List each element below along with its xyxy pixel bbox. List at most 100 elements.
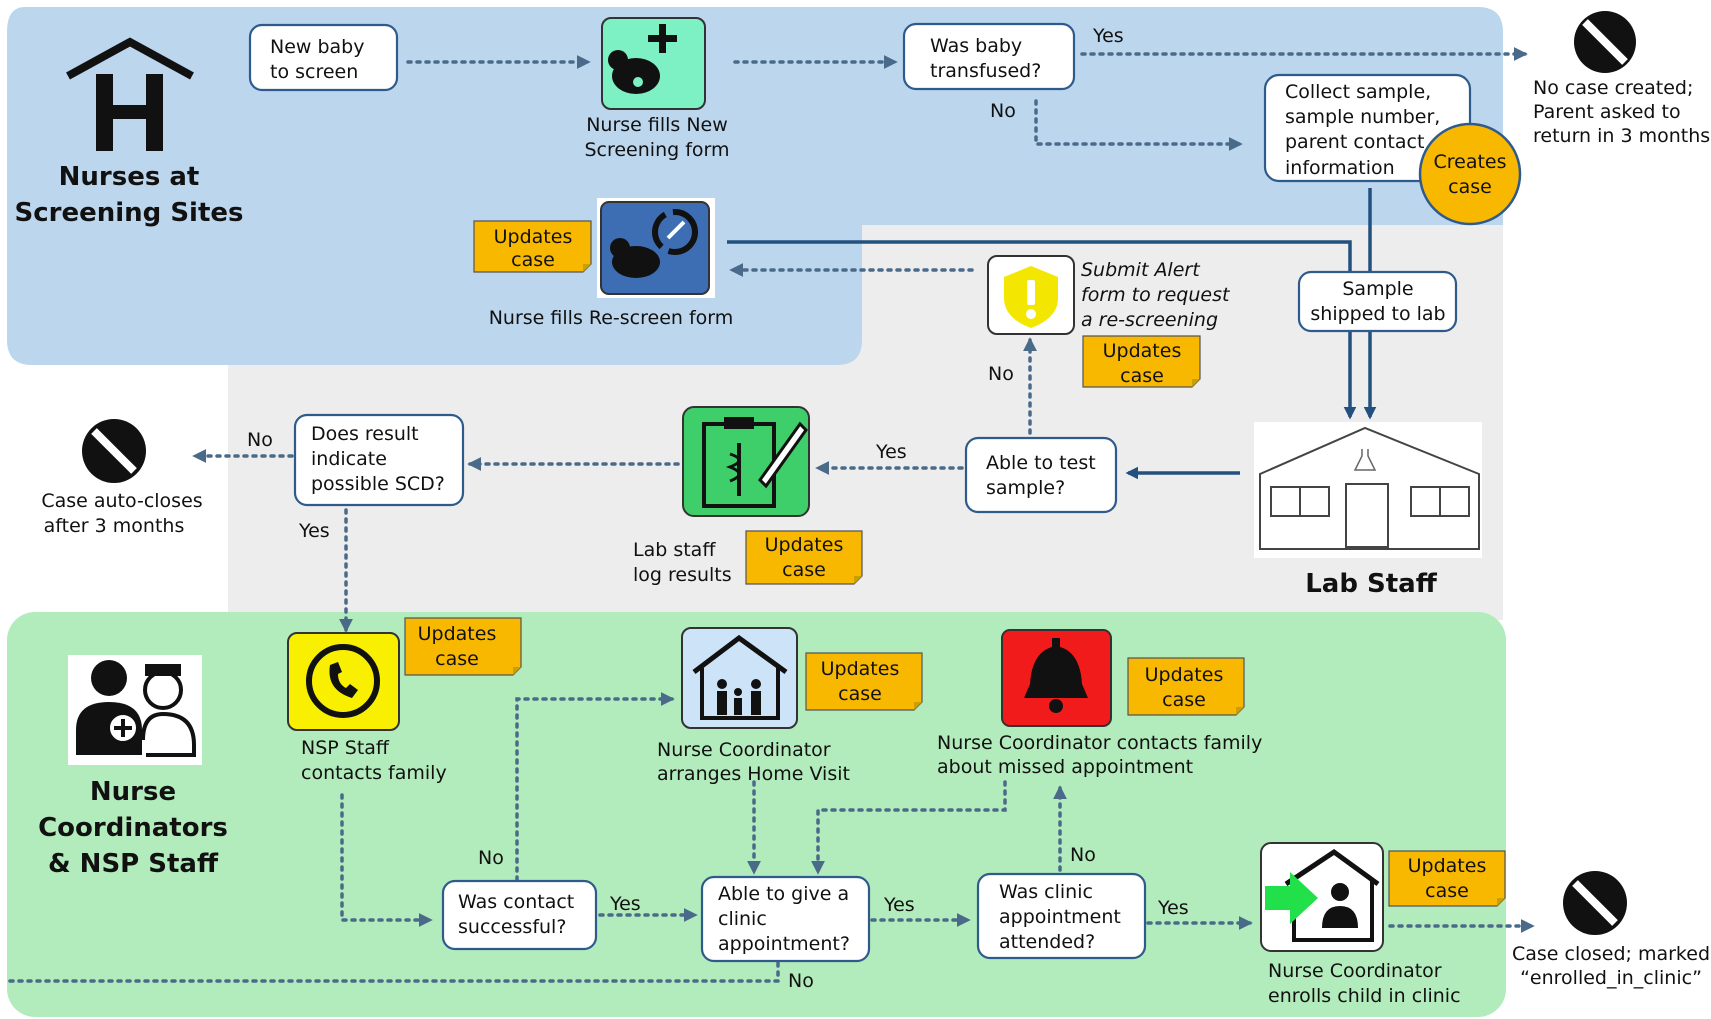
- caption-lab-log: Lab staff: [633, 539, 716, 561]
- bell-icon[interactable]: [1001, 629, 1112, 727]
- label-yes-transfused: Yes: [1092, 25, 1124, 47]
- nurses-icon: [68, 655, 202, 765]
- lane-title-lab: Lab Staff: [1305, 569, 1437, 599]
- caption-case-closed: Case closed; marked: [1512, 943, 1710, 965]
- node-text: parent contact: [1285, 131, 1424, 153]
- node-text: attended?: [999, 931, 1095, 953]
- node-text: successful?: [458, 916, 566, 938]
- node-text: Collect sample,: [1285, 81, 1431, 103]
- caption-home-visit: Nurse Coordinator: [657, 739, 831, 761]
- updates-case-note: Updates case: [805, 652, 923, 711]
- family-house-icon[interactable]: [681, 627, 798, 729]
- caption-submit-alert: form to request: [1081, 284, 1231, 306]
- caption-new-screening: Screening form: [584, 139, 729, 161]
- node-was-transfused[interactable]: Was baby transfused?: [902, 22, 1076, 91]
- badge-text: case: [1448, 176, 1492, 198]
- edge-rescreen-lab: [727, 240, 1357, 420]
- caption-no-case-created: No case created;: [1533, 77, 1693, 99]
- baby-plus-icon[interactable]: [601, 17, 706, 110]
- lane-title-coordinators-3: & NSP Staff: [48, 849, 219, 879]
- alert-shield-icon[interactable]: [987, 255, 1075, 335]
- node-text: New baby: [270, 36, 365, 58]
- label-no-clinic: No: [788, 970, 814, 992]
- badge-text: Creates: [1433, 151, 1506, 173]
- node-text: sample?: [986, 477, 1065, 499]
- node-text: information: [1285, 157, 1395, 179]
- node-text: shipped to lab: [1310, 303, 1445, 325]
- clipboard-icon[interactable]: [682, 406, 810, 517]
- node-text: Does result: [311, 423, 419, 445]
- updates-case-note: Updates case: [1082, 335, 1201, 388]
- creates-case-badge: Creates case: [1418, 122, 1522, 226]
- label-yes-attended: Yes: [1157, 897, 1189, 919]
- note-text: Updates: [494, 226, 573, 248]
- node-text: appointment: [999, 906, 1121, 928]
- caption-auto-closes: after 3 months: [44, 515, 185, 537]
- caption-case-closed: “enrolled_in_clinic”: [1520, 967, 1702, 989]
- node-text: sample number,: [1285, 106, 1440, 128]
- node-contact-successful[interactable]: Was contact successful?: [441, 879, 598, 951]
- node-text: clinic: [718, 908, 767, 930]
- note-text: case: [838, 683, 882, 705]
- node-text: Was baby: [930, 35, 1022, 57]
- note-text: case: [1120, 365, 1164, 387]
- label-no-transfused: No: [990, 100, 1016, 122]
- clinic-enroll-icon[interactable]: [1260, 842, 1384, 952]
- caption-auto-closes: Case auto-closes: [41, 490, 202, 512]
- connectors: [2, 47, 1535, 983]
- baby-rescreen-icon[interactable]: [597, 198, 715, 298]
- updates-case-note: Updates case: [1127, 657, 1245, 716]
- no-entry-icon: [82, 419, 146, 483]
- node-text: Able to give a: [718, 883, 849, 905]
- node-new-baby[interactable]: New baby to screen: [248, 23, 399, 92]
- caption-nsp-contacts: NSP Staff: [301, 737, 390, 759]
- node-text: transfused?: [930, 60, 1041, 82]
- caption-home-visit: arranges Home Visit: [657, 763, 850, 785]
- label-yes-clinic: Yes: [883, 894, 915, 916]
- node-sample-shipped[interactable]: Sample shipped to lab: [1297, 270, 1458, 333]
- edge-clinic-no: [2, 961, 780, 983]
- caption-new-screening: Nurse fills New: [586, 114, 728, 136]
- phone-icon[interactable]: [287, 632, 400, 731]
- caption-rescreen: Nurse fills Re-screen form: [489, 307, 734, 329]
- no-entry-icon: [1563, 871, 1627, 935]
- note-text: case: [435, 648, 479, 670]
- lane-title-nurses-1: Nurses at: [59, 162, 200, 192]
- note-text: Updates: [418, 623, 497, 645]
- edge-contact-no: [515, 692, 675, 882]
- no-entry-icon: [1574, 11, 1636, 73]
- node-text: Was contact: [458, 891, 574, 913]
- caption-nsp-contacts: contacts family: [301, 762, 447, 784]
- caption-missed-appt: about missed appointment: [937, 756, 1193, 778]
- caption-missed-appt: Nurse Coordinator contacts family: [937, 732, 1262, 754]
- note-text: case: [782, 559, 826, 581]
- note-text: Updates: [1408, 855, 1487, 877]
- caption-enrolls: enrolls child in clinic: [1268, 985, 1461, 1007]
- edge-phone-contact: [340, 793, 433, 927]
- label-no-contact: No: [478, 847, 504, 869]
- note-text: case: [511, 249, 555, 271]
- node-text: possible SCD?: [311, 473, 445, 495]
- updates-case-note: Updates case: [745, 530, 863, 585]
- node-text: Sample: [1342, 278, 1413, 300]
- note-text: case: [1162, 689, 1206, 711]
- note-text: Updates: [1103, 340, 1182, 362]
- lane-title-coordinators-2: Coordinators: [38, 813, 228, 843]
- caption-submit-alert: a re-screening: [1081, 309, 1218, 331]
- label-yes-abletotest: Yes: [875, 441, 907, 463]
- node-text: to screen: [270, 61, 358, 83]
- node-collect-sample[interactable]: Collect sample, sample number, parent co…: [1263, 73, 1472, 183]
- updates-case-note: Updates case: [473, 220, 592, 273]
- node-appointment-attended[interactable]: Was clinic appointment attended?: [976, 872, 1147, 960]
- label-no-result: No: [247, 429, 273, 451]
- node-does-result[interactable]: Does result indicate possible SCD?: [293, 413, 465, 507]
- note-text: Updates: [1145, 664, 1224, 686]
- node-clinic-appointment[interactable]: Able to give a clinic appointment?: [700, 875, 871, 963]
- hospital-h-icon: [66, 37, 194, 151]
- caption-no-case-created: return in 3 months: [1533, 125, 1710, 147]
- node-able-to-test[interactable]: Able to test sample?: [964, 436, 1118, 514]
- caption-submit-alert: Submit Alert: [1081, 259, 1201, 281]
- label-yes-result: Yes: [298, 520, 330, 542]
- updates-case-note: Updates case: [1388, 850, 1506, 907]
